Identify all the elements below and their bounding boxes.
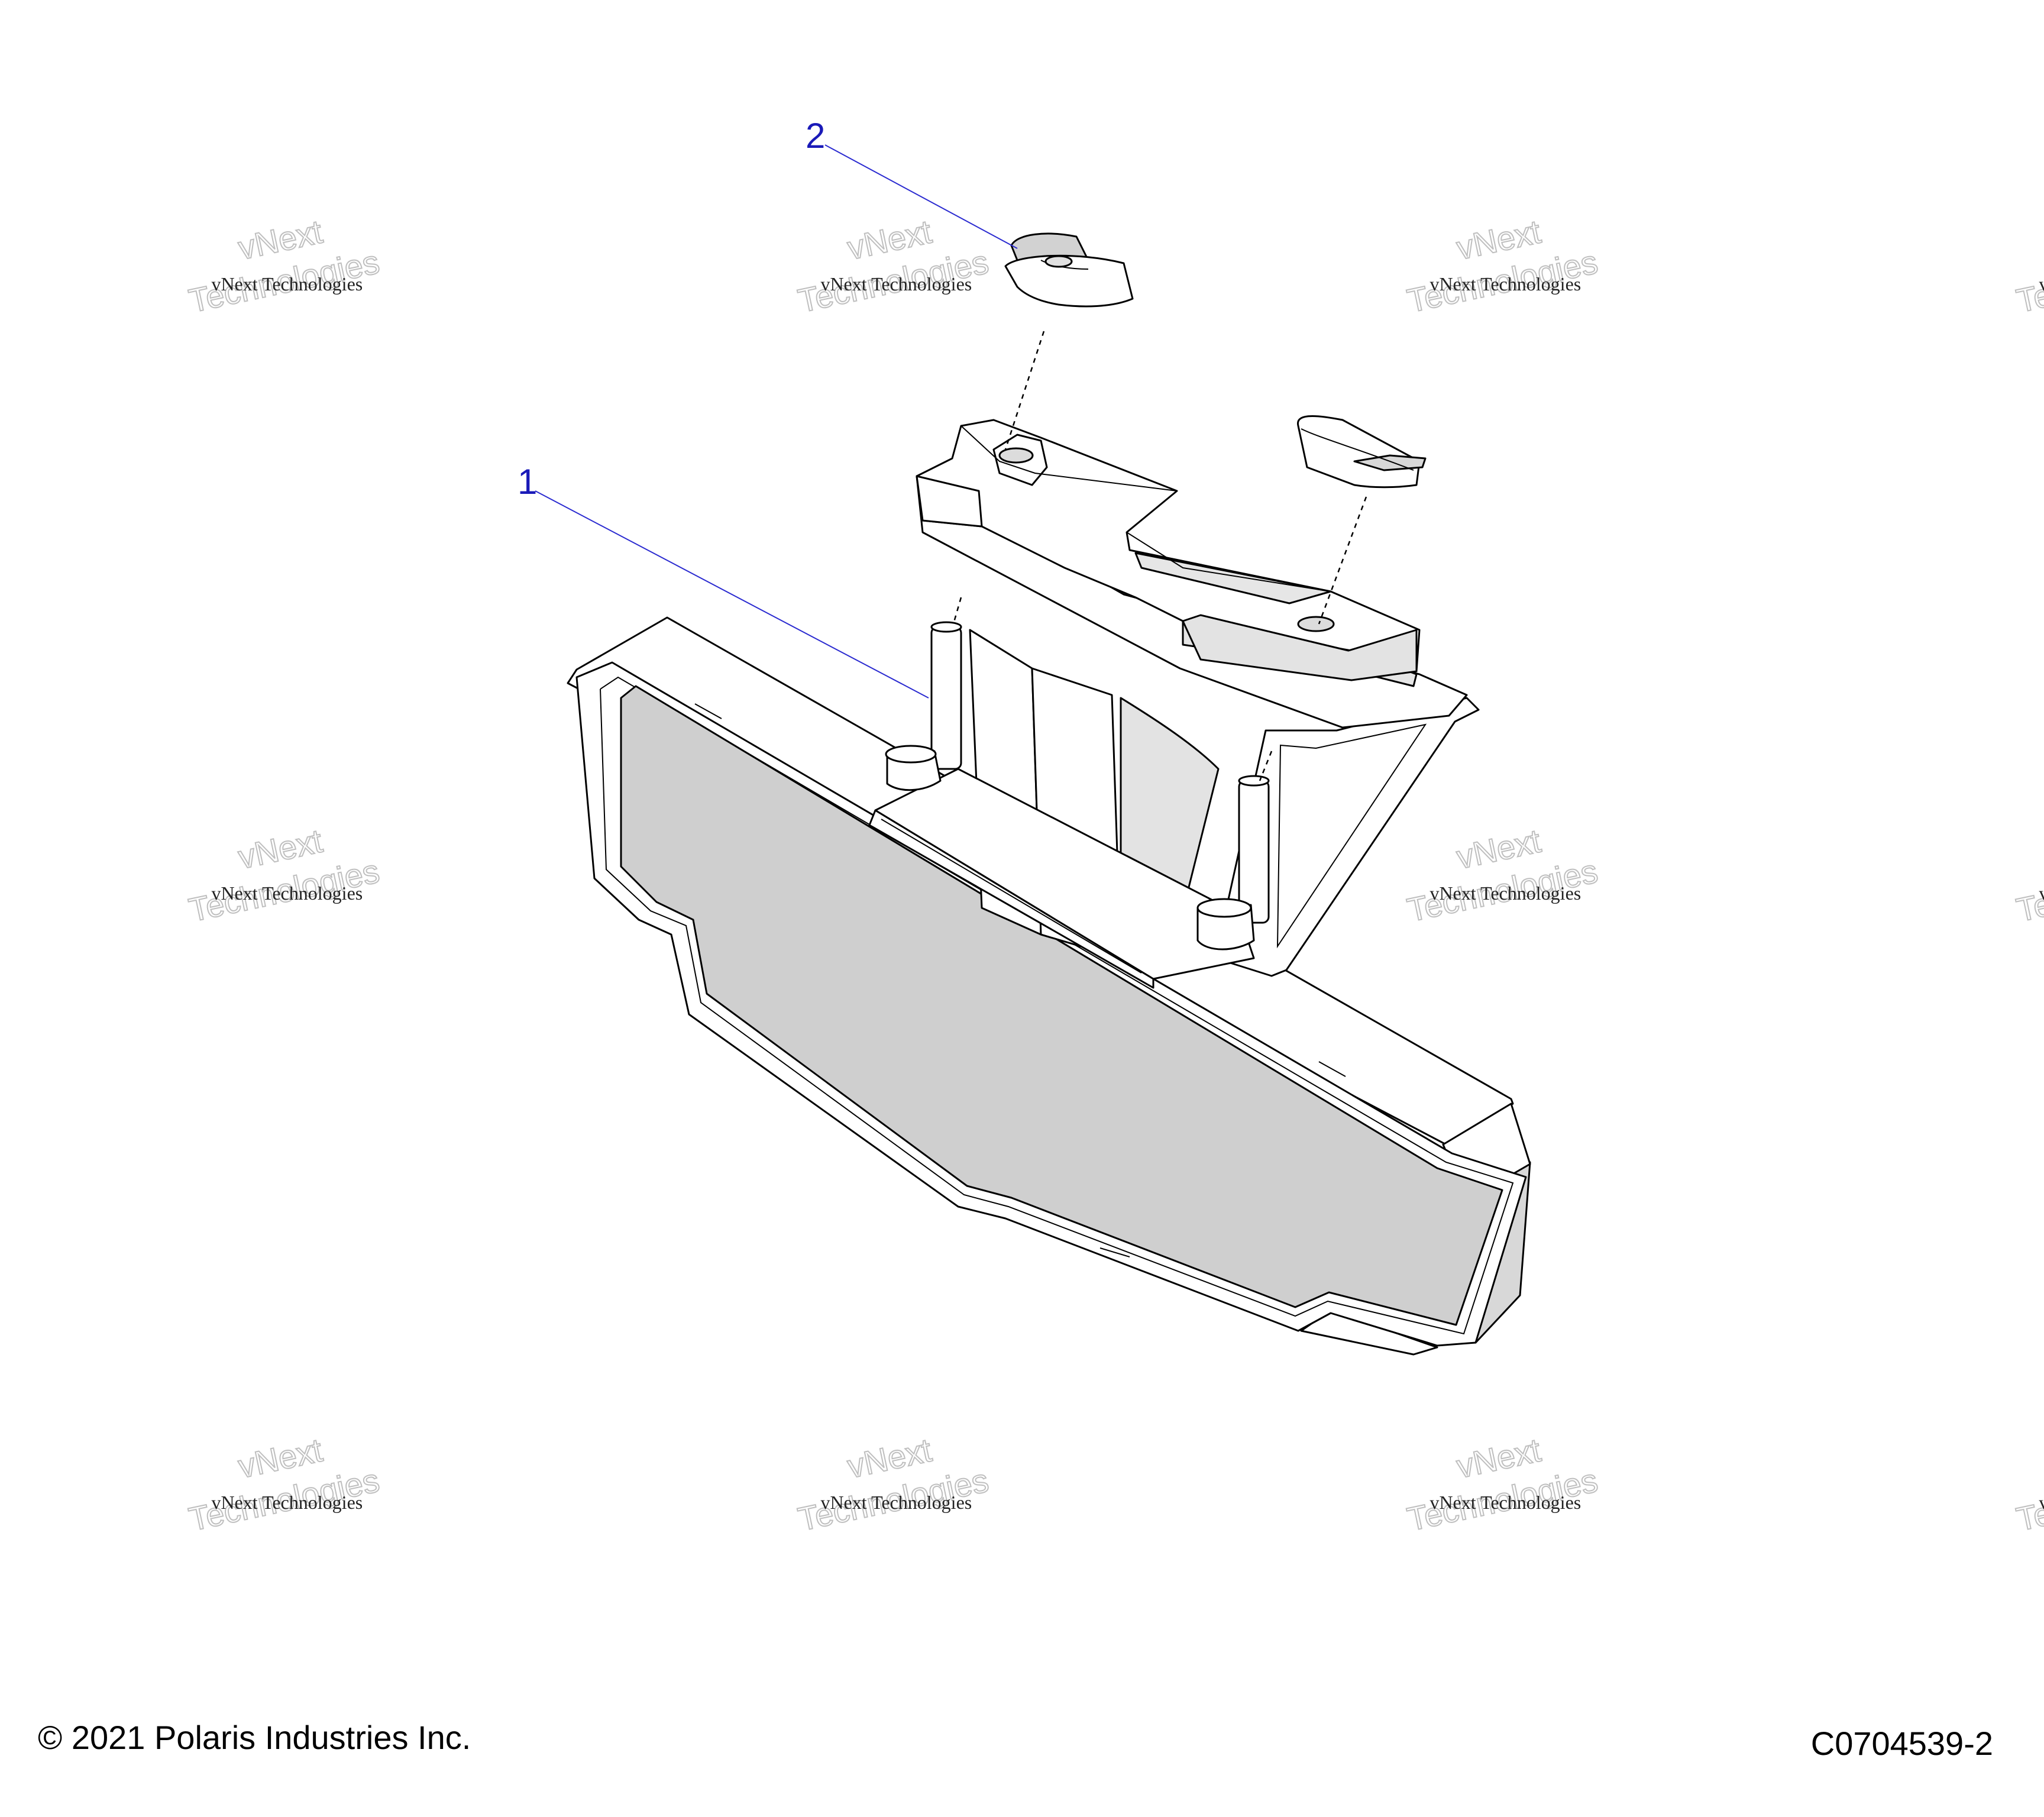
callout-label-2: 2 — [806, 116, 825, 156]
clip-upper[interactable] — [1004, 232, 1134, 308]
copyright-text: © 2021 Polaris Industries Inc. — [38, 1719, 471, 1756]
watermark-text-small: vNext Technologies — [211, 273, 363, 295]
assembly-line-clip-lower — [1318, 496, 1367, 625]
watermark-text-small: vNext Technologies — [2039, 1492, 2044, 1513]
watermark-text-small: vNext Technologies — [820, 1492, 972, 1513]
watermark-text-small: vNext Technologies — [211, 882, 363, 904]
mirror-glass — [620, 685, 1503, 1326]
watermark-text-small: vNext Technologies — [2039, 273, 2044, 295]
callout-2: 2 — [806, 116, 1018, 249]
assembly-line-clip-upper — [1004, 331, 1045, 450]
callout-1: 1 — [518, 462, 929, 699]
clip-lower — [1297, 415, 1427, 489]
mirror-pin-left — [885, 621, 962, 791]
callout-label-1: 1 — [518, 462, 537, 502]
watermark-text-small: vNext Technologies — [1429, 1492, 1581, 1513]
watermark-text-small: vNext Technologies — [1429, 273, 1581, 295]
figure-id: C0704539-2 — [1810, 1725, 1993, 1762]
watermark-text-small: vNext Technologies — [820, 273, 972, 295]
watermark-text-small: vNext Technologies — [2039, 882, 2044, 904]
watermark-text-small: vNext Technologies — [211, 1492, 363, 1513]
assembly-line-pin-left — [952, 597, 962, 625]
watermark-text-small: vNext Technologies — [1429, 882, 1581, 904]
